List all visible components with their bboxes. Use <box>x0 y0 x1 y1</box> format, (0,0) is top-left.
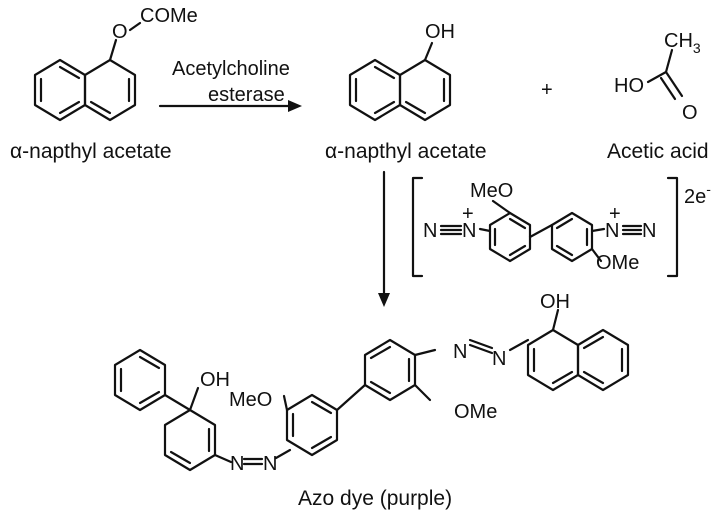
diazonium-meo-label: MeO <box>470 180 513 202</box>
substrate-name: α-napthyl acetate <box>10 140 172 163</box>
azo-dye-n-left-1: N <box>230 453 244 475</box>
diazonium-ome-label: OMe <box>596 252 639 274</box>
azo-left-naphthalene-ring-a <box>113 348 167 412</box>
azo-dye-n-left-2: N <box>263 453 277 475</box>
diazonium-right-n-terminal: N <box>642 220 656 242</box>
azo-dye-n-right-2: N <box>492 348 506 370</box>
naphthol-left-ring <box>348 58 402 122</box>
azo-dye-structure: OH OH MeO OMe N N N N <box>113 291 630 475</box>
reaction-arrowhead-horizontal <box>288 100 302 112</box>
acetic-acid-structure: HO CH3 O <box>614 30 701 124</box>
azo-left-naphthalene-ring-b <box>163 408 217 472</box>
diazonium-right-plus: + <box>609 203 621 225</box>
azo-dye-n-right-1: N <box>453 341 467 363</box>
diazonium-charge-label: 2e- <box>684 181 711 208</box>
product-name: α-napthyl acetate <box>325 140 487 163</box>
substrate-structure: O COMe <box>33 5 198 122</box>
acetic-acid-ho-label: HO <box>614 75 644 97</box>
substrate-come-label: COMe <box>140 5 198 27</box>
azo-dye-oh-left: OH <box>200 369 230 391</box>
azo-right-naphthalene-ring-b <box>576 328 630 392</box>
diazonium-left-plus: + <box>462 203 474 225</box>
reaction-arrowhead-vertical <box>378 293 390 307</box>
azo-dye-ome: OMe <box>454 401 497 423</box>
diazonium-reagent: MeO OMe N N + N N + <box>411 176 679 278</box>
azo-right-naphthalene-ring-a <box>526 328 580 392</box>
naphthol-structure: OH <box>348 21 455 122</box>
naphthol-oh-label: OH <box>425 21 455 43</box>
azo-central-ring-1 <box>285 393 339 457</box>
diazonium-left-n-cationic: N <box>462 220 476 242</box>
left-bracket <box>411 176 424 278</box>
enzyme-label-line1: Acetylcholine <box>172 58 290 80</box>
azo-dye-name: Azo dye (purple) <box>298 487 452 510</box>
diazonium-left-ring <box>488 211 532 263</box>
azo-dye-meo: MeO <box>229 389 272 411</box>
diazonium-right-n-cationic: N <box>605 220 619 242</box>
plus-sign: + <box>541 79 553 101</box>
azo-central-ring-2 <box>363 338 417 402</box>
acetic-acid-name: Acetic acid <box>607 140 709 163</box>
naphthol-right-ring <box>398 58 452 122</box>
acetic-acid-carbonyl-o: O <box>682 102 698 124</box>
substrate-left-ring <box>33 58 87 122</box>
enzyme-label-line2: esterase <box>208 84 285 106</box>
diazonium-right-ring <box>550 211 594 263</box>
azo-dye-oh-right: OH <box>540 291 570 313</box>
diazonium-left-n-terminal: N <box>423 220 437 242</box>
substrate-oxygen-label: O <box>112 21 128 43</box>
right-bracket <box>666 176 679 278</box>
acetic-acid-ch3-label: CH3 <box>664 30 701 56</box>
substrate-right-ring <box>83 58 137 122</box>
